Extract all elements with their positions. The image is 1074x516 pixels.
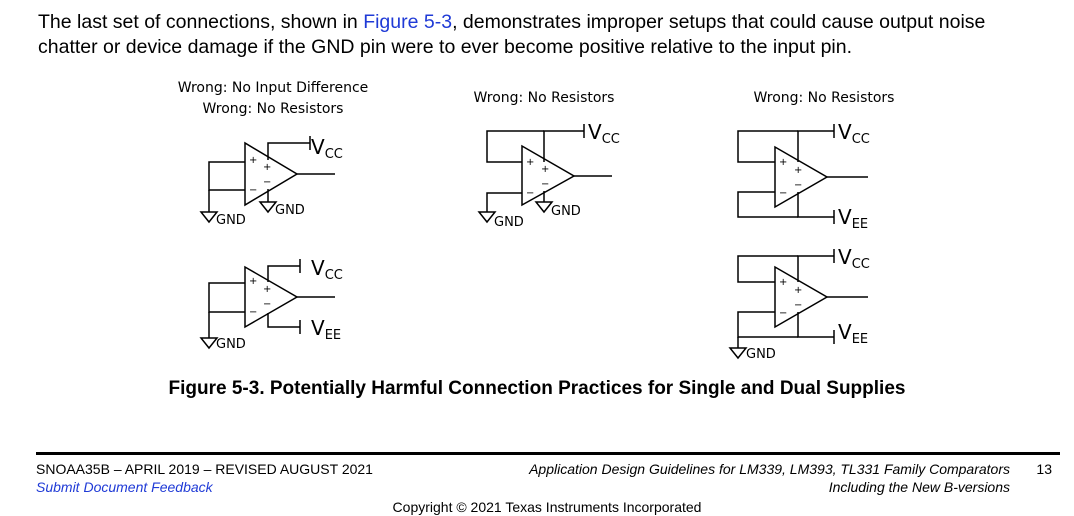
minus-sign: − <box>526 188 534 199</box>
figure-link[interactable]: Figure 5-3 <box>363 11 453 33</box>
svg-text:VEE: VEE <box>838 205 868 232</box>
copyright: Copyright © 2021 Texas Instruments Incor… <box>392 499 702 515</box>
harmful-connections-figure: Wrong: No Input Difference Wrong: No Res… <box>178 80 895 362</box>
gnd-label: GND <box>551 204 581 219</box>
svg-text:VCC: VCC <box>311 256 343 283</box>
svg-text:VCC: VCC <box>838 245 870 272</box>
body-paragraph: The last set of connections, shown in Fi… <box>38 10 1048 60</box>
plus-sign: + <box>263 284 271 295</box>
gnd-label: GND <box>216 213 246 228</box>
label-no-resistors-1: Wrong: No Resistors <box>203 101 344 117</box>
gnd-label: GND <box>746 347 776 362</box>
circuit-dual-supply-left: + − + − VCC VEE GND <box>199 256 343 352</box>
figure-caption: Figure 5-3. Potentially Harmful Connecti… <box>168 378 906 399</box>
plus-sign: + <box>794 285 802 296</box>
minus-sign: − <box>794 300 802 311</box>
submit-feedback-link[interactable]: Submit Document Feedback <box>36 479 213 495</box>
label-no-input-difference: Wrong: No Input Difference <box>178 80 369 96</box>
svg-text:VCC: VCC <box>311 135 343 162</box>
gnd-label: GND <box>216 337 246 352</box>
minus-sign: − <box>779 188 787 199</box>
gnd-label: GND <box>494 215 524 230</box>
minus-sign: − <box>541 179 549 190</box>
circuit-dual-supply-gnd: + − + − VCC VEE GND <box>728 245 870 362</box>
paragraph-text-start: The last set of connections, shown in <box>38 11 364 33</box>
svg-text:VCC: VCC <box>588 120 620 147</box>
circuit-dual-supply-vcc-vee: Wrong: No Resistors + − + − VCC VEE <box>737 90 895 232</box>
minus-sign: − <box>249 185 257 196</box>
document-title-line1: Application Design Guidelines for LM339,… <box>529 461 1010 477</box>
document-title-line2: Including the New B-versions <box>828 479 1010 495</box>
minus-sign: − <box>794 180 802 191</box>
footer-divider <box>36 452 1060 455</box>
minus-sign: − <box>779 308 787 319</box>
plus-sign: + <box>779 157 787 168</box>
label-no-resistors-3: Wrong: No Resistors <box>754 90 895 106</box>
circuit-shorted-to-output: Wrong: No Resistors + − + − VCC GND GND <box>474 90 620 230</box>
svg-text:VEE: VEE <box>838 320 868 347</box>
document-id: SNOAA35B – APRIL 2019 – REVISED AUGUST 2… <box>36 461 373 477</box>
minus-sign: − <box>249 307 257 318</box>
plus-sign: + <box>794 165 802 176</box>
gnd-label: GND <box>275 203 305 218</box>
plus-sign: + <box>779 277 787 288</box>
label-no-resistors-2: Wrong: No Resistors <box>474 90 615 106</box>
circuit-no-input-difference: Wrong: No Input Difference Wrong: No Res… <box>178 80 369 228</box>
svg-text:VEE: VEE <box>311 316 341 343</box>
paragraph-text-end: , demonstrates improper setups that coul… <box>38 11 986 58</box>
minus-sign: − <box>263 177 271 188</box>
plus-sign: + <box>541 164 549 175</box>
plus-sign: + <box>263 162 271 173</box>
minus-sign: − <box>263 299 271 310</box>
plus-sign: + <box>249 155 257 166</box>
plus-sign: + <box>526 157 534 168</box>
svg-text:VCC: VCC <box>838 120 870 147</box>
page-number: 13 <box>1036 461 1052 477</box>
plus-sign: + <box>249 276 257 287</box>
